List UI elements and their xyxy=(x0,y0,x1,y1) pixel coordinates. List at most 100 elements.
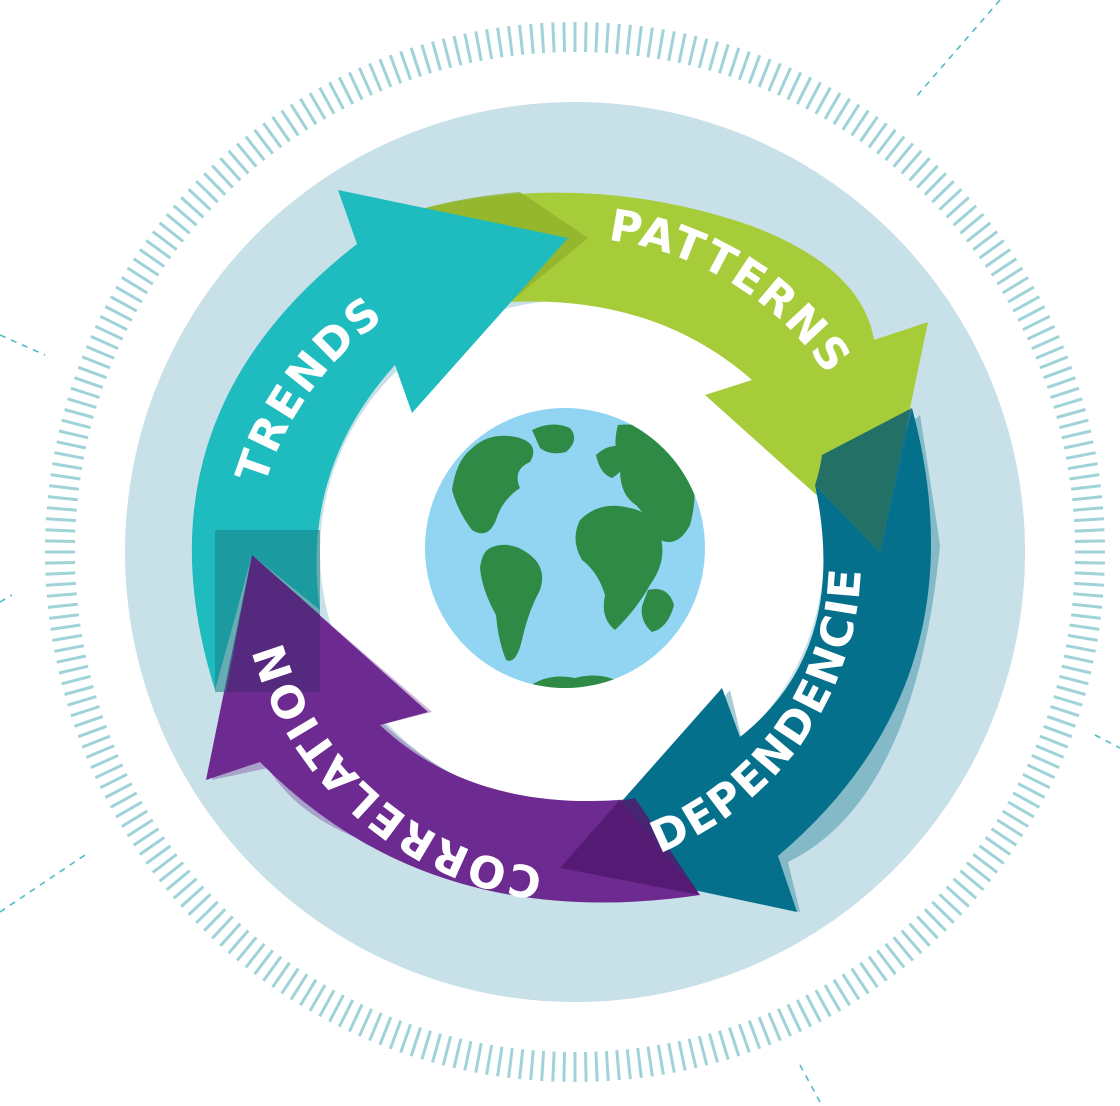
tick-mark xyxy=(931,180,955,204)
tick-mark xyxy=(474,31,483,62)
tick-mark xyxy=(81,355,111,370)
tick-mark xyxy=(109,791,138,809)
tick-mark xyxy=(45,539,76,543)
tick-mark xyxy=(180,196,205,219)
tick-mark xyxy=(518,24,525,55)
tick-mark xyxy=(687,35,698,66)
tick-mark xyxy=(47,495,78,502)
tick-mark xyxy=(747,1020,762,1050)
correlations-arrow-overlap-tip xyxy=(226,555,320,692)
tick-mark xyxy=(562,22,566,53)
tick-mark xyxy=(236,142,258,168)
tick-mark xyxy=(56,654,87,664)
tick-mark xyxy=(104,305,133,322)
tick-mark xyxy=(697,1035,709,1066)
tick-mark xyxy=(289,103,309,131)
tick-mark xyxy=(399,1023,413,1053)
tick-mark xyxy=(625,24,632,55)
tick-mark xyxy=(1022,314,1051,332)
tick-mark xyxy=(81,734,111,749)
tick-mark xyxy=(104,782,133,799)
tick-mark xyxy=(923,172,947,196)
tick-mark xyxy=(203,172,227,196)
tick-mark xyxy=(1069,623,1100,631)
tick-mark xyxy=(70,386,100,399)
tick-mark xyxy=(58,664,89,675)
tick-mark xyxy=(656,1044,665,1075)
tick-mark xyxy=(378,1016,393,1046)
tick-mark xyxy=(165,869,191,891)
tick-mark xyxy=(823,92,842,120)
tick-mark xyxy=(67,397,97,409)
tick-mark xyxy=(1026,324,1056,341)
tick-mark xyxy=(795,76,813,105)
dashed-line-bottom xyxy=(799,1064,821,1103)
tick-mark xyxy=(54,644,85,653)
tick-mark xyxy=(529,1050,535,1081)
tick-mark xyxy=(814,86,832,115)
tick-mark xyxy=(1039,355,1069,370)
tick-mark xyxy=(1046,376,1076,390)
tick-mark xyxy=(145,844,172,865)
dependencies-arrow-fold xyxy=(815,408,912,552)
tick-mark xyxy=(195,900,219,924)
tick-mark xyxy=(253,128,274,155)
tick-mark xyxy=(876,949,897,976)
tick-mark xyxy=(952,877,978,900)
tick-mark xyxy=(358,1008,373,1037)
tick-mark xyxy=(280,109,300,137)
tick-mark xyxy=(45,581,77,587)
tick-mark xyxy=(52,462,83,471)
tick-mark xyxy=(94,763,124,780)
tick-mark xyxy=(594,1051,599,1082)
tick-mark xyxy=(984,248,1012,268)
tick-mark xyxy=(49,484,80,491)
tick-mark xyxy=(388,1020,403,1050)
tick-mark xyxy=(978,844,1005,865)
tick-mark xyxy=(1074,539,1105,543)
tick-mark xyxy=(594,22,599,53)
tick-mark xyxy=(211,164,234,189)
tick-mark xyxy=(757,58,772,88)
tick-mark xyxy=(308,984,327,1012)
tick-ring xyxy=(45,22,1105,1082)
tick-mark xyxy=(1031,335,1060,350)
tick-mark xyxy=(337,76,355,105)
tick-mark xyxy=(299,97,318,126)
tick-mark xyxy=(308,92,327,120)
tick-mark xyxy=(45,517,77,523)
tick-mark xyxy=(718,1030,730,1060)
tick-mark xyxy=(253,949,274,976)
tick-mark xyxy=(1046,714,1076,728)
tick-mark xyxy=(923,908,947,932)
tick-mark xyxy=(876,128,897,155)
tick-mark xyxy=(1070,613,1101,620)
tick-mark xyxy=(1063,654,1094,664)
tick-mark xyxy=(328,81,345,110)
tick-mark xyxy=(795,999,813,1028)
patterns-arrow xyxy=(425,192,928,552)
tick-mark xyxy=(814,989,832,1018)
tick-mark xyxy=(1063,440,1094,450)
tick-mark xyxy=(1058,418,1089,430)
dashed-line-left-lower xyxy=(0,854,86,913)
tick-mark xyxy=(1070,484,1101,491)
tick-mark xyxy=(280,967,300,995)
tick-mark xyxy=(318,86,336,115)
tick-mark xyxy=(1074,528,1105,533)
tick-mark xyxy=(236,936,258,962)
tick-mark xyxy=(1058,674,1089,686)
tick-mark xyxy=(172,877,198,900)
tick-mark xyxy=(45,528,76,533)
tick-mark xyxy=(109,295,138,313)
tick-mark xyxy=(90,335,119,350)
tick-mark xyxy=(485,1044,494,1075)
tick-mark xyxy=(1001,276,1030,295)
tick-mark xyxy=(1069,473,1100,481)
tick-mark xyxy=(1067,462,1098,471)
tick-mark xyxy=(1073,517,1105,523)
tick-mark xyxy=(61,418,92,430)
correlations-arrow-fold xyxy=(560,798,700,895)
